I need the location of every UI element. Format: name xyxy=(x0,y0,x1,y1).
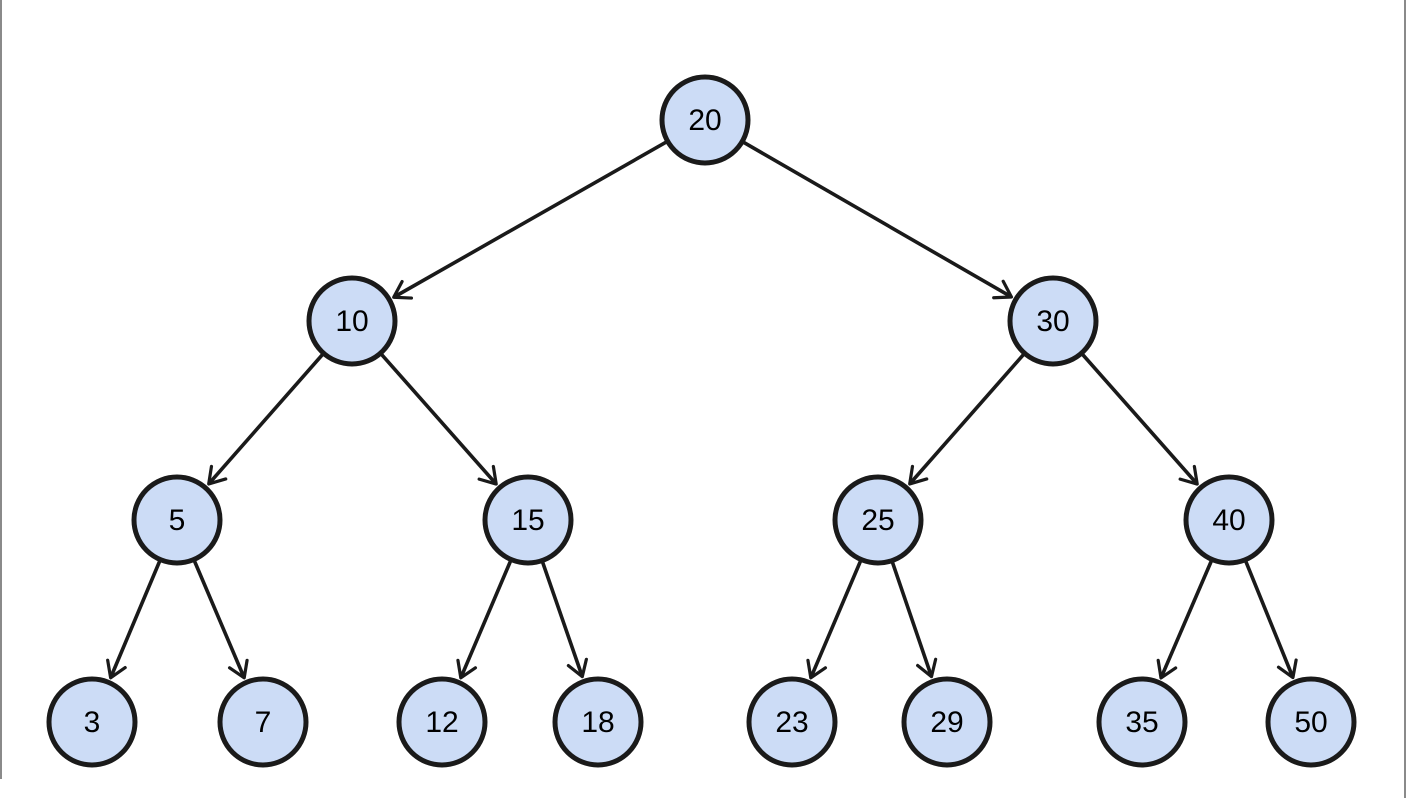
tree-node-12: 12 xyxy=(396,676,488,768)
node-label: 18 xyxy=(581,706,614,739)
node-label: 40 xyxy=(1212,504,1245,537)
node-label: 25 xyxy=(861,504,894,537)
node-circle xyxy=(482,474,574,566)
tree-node-50: 50 xyxy=(1265,676,1357,768)
tree-node-30: 30 xyxy=(1007,275,1099,367)
node-circle xyxy=(1096,676,1188,768)
node-label: 7 xyxy=(255,706,272,739)
tree-node-3: 3 xyxy=(46,676,138,768)
node-circle xyxy=(552,676,644,768)
node-circle xyxy=(901,676,993,768)
tree-node-15: 15 xyxy=(482,474,574,566)
node-circle xyxy=(1265,676,1357,768)
node-label: 5 xyxy=(169,504,186,537)
nodes-layer: 20 10 30 5 15 25 40 3 7 12 18 23 29 35 50 xyxy=(46,74,1357,768)
node-circle xyxy=(659,74,751,166)
tree-edge-20-30 xyxy=(704,118,1014,300)
node-circle xyxy=(217,676,309,768)
node-circle xyxy=(396,676,488,768)
node-circle xyxy=(746,676,838,768)
tree-node-35: 35 xyxy=(1096,676,1188,768)
tree-node-23: 23 xyxy=(746,676,838,768)
tree-node-29: 29 xyxy=(901,676,993,768)
node-circle xyxy=(46,676,138,768)
tree-node-7: 7 xyxy=(217,676,309,768)
node-circle xyxy=(306,275,398,367)
node-label: 35 xyxy=(1125,706,1158,739)
node-label: 20 xyxy=(688,104,721,137)
node-label: 15 xyxy=(511,504,544,537)
node-label: 12 xyxy=(425,706,458,739)
tree-node-20: 20 xyxy=(659,74,751,166)
tree-node-18: 18 xyxy=(552,676,644,768)
node-circle xyxy=(832,474,924,566)
node-label: 29 xyxy=(930,706,963,739)
node-circle xyxy=(1007,275,1099,367)
window-border-right xyxy=(1404,0,1406,798)
edges-layer xyxy=(106,118,1298,680)
tree-edge-20-10 xyxy=(392,118,706,300)
node-circle xyxy=(131,474,223,566)
node-circle xyxy=(1183,474,1275,566)
node-label: 50 xyxy=(1294,706,1327,739)
tree-node-10: 10 xyxy=(306,275,398,367)
tree-node-25: 25 xyxy=(832,474,924,566)
tree-node-40: 40 xyxy=(1183,474,1275,566)
window-border-left xyxy=(0,0,2,779)
node-label: 10 xyxy=(335,305,368,338)
node-label: 30 xyxy=(1036,305,1069,338)
node-label: 3 xyxy=(84,706,101,739)
node-label: 23 xyxy=(775,706,808,739)
tree-node-5: 5 xyxy=(131,474,223,566)
